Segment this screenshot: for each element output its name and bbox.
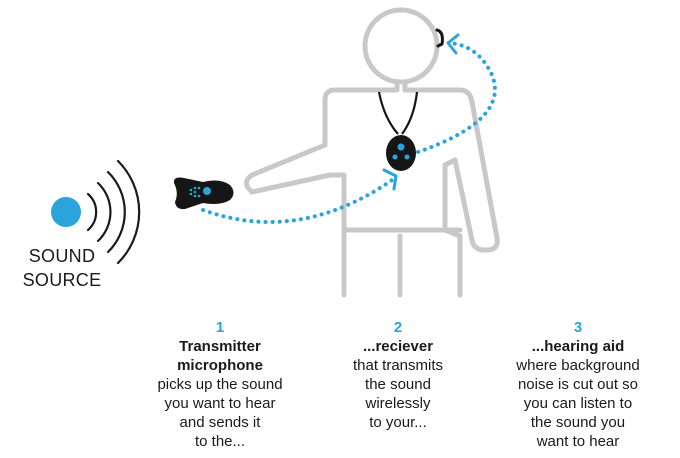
step-description: picks up the sound you want to hear and … <box>157 376 283 450</box>
step-hearing-aid: 3 ...hearing aid where background noise … <box>490 318 666 451</box>
step-description: where background noise is cut out so you… <box>516 357 640 450</box>
step-transmitter: 1 Transmitter microphone picks up the so… <box>130 318 310 451</box>
sound-source-label: SOUND SOURCE <box>22 246 102 290</box>
person-head <box>362 7 440 85</box>
receiver-device <box>386 135 416 171</box>
step-number: 2 <box>393 319 403 336</box>
transmitter-microphone-device <box>173 177 234 210</box>
step-receiver: 2 ...reciever that transmits the sound w… <box>310 318 486 432</box>
step-number: 3 <box>573 319 583 336</box>
arrowhead-icon <box>382 168 398 191</box>
sound-waves-icon <box>86 159 141 265</box>
step-title: ...reciever <box>362 338 434 355</box>
hearing-aid-device <box>435 28 444 48</box>
lanyard <box>377 91 419 135</box>
sound-source-dot <box>51 197 81 227</box>
arrowhead-icon <box>446 33 460 55</box>
step-title: ...hearing aid <box>531 338 625 355</box>
step-title: Transmitter microphone <box>177 338 263 374</box>
person-outline <box>244 7 500 298</box>
signal-path-transmitter-to-receiver <box>201 176 397 224</box>
signal-path-receiver-to-hearing-aid <box>416 41 497 154</box>
step-description: that transmits the sound wirelessly to y… <box>352 357 444 431</box>
step-number: 1 <box>215 319 225 336</box>
